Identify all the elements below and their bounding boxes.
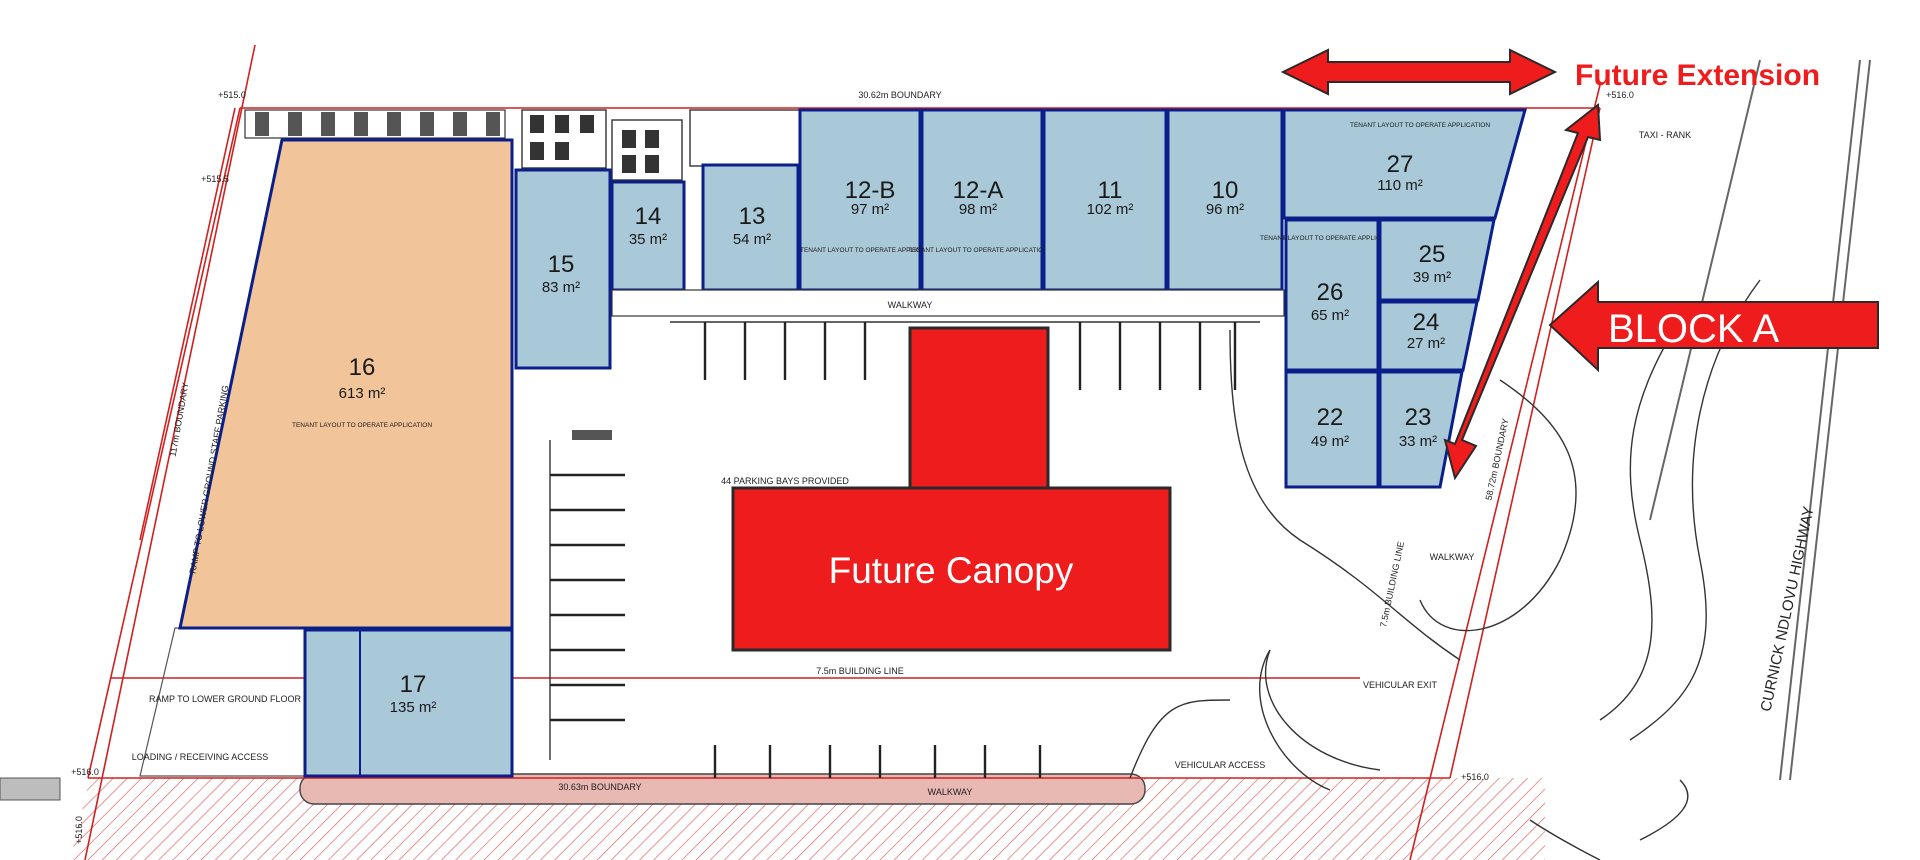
unit-16[interactable]: 16 613 m² TENANT LAYOUT TO OPERATE APPLI… [178, 138, 514, 630]
stair-strip [244, 109, 506, 139]
unit-13[interactable]: 13 54 m² [701, 163, 800, 292]
unit-22[interactable]: 22 49 m² [1284, 370, 1380, 489]
future-extension-label: Future Extension [1575, 59, 1820, 92]
unit-17[interactable]: 17 135 m² [303, 628, 514, 778]
vehicular-exit-label: VEHICULAR EXIT [1363, 680, 1438, 690]
unit-12-b-number: 12-B [845, 177, 896, 204]
walkway-top [611, 289, 1285, 317]
unit-26-number: 26 [1317, 279, 1344, 306]
unit-23[interactable]: 23 33 m² [1378, 370, 1464, 489]
parking-note: 44 PARKING BAYS PROVIDED [721, 476, 849, 486]
ablution-block [521, 109, 801, 181]
walkway-bottom-label: WALKWAY [928, 787, 973, 797]
future-extension-arrow [1280, 48, 1558, 96]
level-top-left: +515.0 [218, 90, 246, 100]
unit-14-number: 14 [635, 203, 662, 230]
unit-25[interactable]: 25 39 m² [1378, 218, 1496, 302]
unit-14[interactable]: 14 35 m² [610, 180, 686, 292]
right-boundary-label: 58.72m BOUNDARY [1484, 418, 1511, 502]
taxi-rank-label: TAXI - RANK [1639, 130, 1691, 140]
unit-11-number: 11 [1098, 177, 1123, 204]
future-canopy-label: Future Canopy [829, 550, 1074, 591]
unit-16-note: TENANT LAYOUT TO OPERATE APPLICATION [292, 422, 432, 429]
future-canopy[interactable]: Future Canopy [731, 326, 1172, 652]
unit-24-number: 24 [1413, 309, 1440, 336]
unit-26[interactable]: TENANT LAYOUT TO OPERATE APPLICATION 26 … [1260, 218, 1400, 372]
level-bottom-left: +516.0 [71, 767, 99, 777]
left-boundary-label: 117m BOUNDARY [168, 382, 191, 458]
level-left: +515.5 [201, 174, 229, 184]
unit-27-note: TENANT LAYOUT TO OPERATE APPLICATION [1350, 122, 1490, 129]
site-boundary [84, 44, 1601, 860]
ramp-label: RAMP TO LOWER GROUND FLOOR [149, 694, 302, 704]
unit-10-number: 10 [1212, 177, 1239, 204]
kerb-left [0, 777, 61, 801]
unit-24-area: 27 m² [1407, 335, 1445, 352]
unit-13-number: 13 [739, 203, 766, 230]
unit-12-b-note: TENANT LAYOUT TO OPERATE APPLICATION [800, 247, 940, 254]
walkway-top-label: WALKWAY [888, 300, 933, 310]
unit-23-number: 23 [1405, 404, 1432, 431]
unit-26-area: 65 m² [1311, 307, 1349, 324]
unit-10[interactable]: 10 96 m² [1166, 108, 1284, 292]
unit-12-a-area: 98 m² [959, 201, 997, 218]
block-a-callout: BLOCK A [1548, 279, 1879, 373]
unit-17-number: 17 [400, 671, 427, 698]
walkway-strip-bottom [299, 773, 1146, 805]
building-line-label: 7.5m BUILDING LINE [816, 666, 904, 676]
unit-22-area: 49 m² [1311, 433, 1349, 450]
unit-12-b[interactable]: 12-B 97 m² TENANT LAYOUT TO OPERATE APPL… [798, 108, 940, 292]
unit-12-a-note: TENANT LAYOUT TO OPERATE APPLICATION [908, 247, 1048, 254]
unit-16-area: 613 m² [339, 385, 386, 402]
unit-17-area: 135 m² [390, 699, 437, 716]
unit-15-number: 15 [548, 251, 575, 278]
unit-26-note: TENANT LAYOUT TO OPERATE APPLICATION [1260, 235, 1400, 242]
unit-24[interactable]: 24 27 m² [1378, 300, 1479, 372]
unit-27[interactable]: TENANT LAYOUT TO OPERATE APPLICATION 27 … [1282, 108, 1527, 220]
vehicular-access-label: VEHICULAR ACCESS [1175, 760, 1266, 770]
unit-27-area: 110 m² [1377, 177, 1423, 194]
unit-15[interactable]: 15 83 m² [514, 168, 612, 370]
top-boundary-label: 30.62m BOUNDARY [858, 90, 941, 100]
unit-13-area: 54 m² [733, 231, 771, 248]
unit-12-b-area: 97 m² [851, 201, 889, 218]
bottom-boundary-label: 30.63m BOUNDARY [558, 782, 641, 792]
unit-25-number: 25 [1419, 241, 1446, 268]
level-top-right: +516.0 [1606, 90, 1634, 100]
parking-bays [549, 321, 1260, 778]
unit-12-a-number: 12-A [953, 177, 1004, 204]
block-a-extent-arrow [1443, 103, 1602, 481]
unit-14-area: 35 m² [629, 231, 667, 248]
unit-23-area: 33 m² [1399, 433, 1437, 450]
unit-11[interactable]: 11 102 m² [1042, 108, 1168, 292]
unit-10-area: 96 m² [1206, 201, 1244, 218]
level-bottom-right: +516.0 [1461, 772, 1489, 782]
unit-11-area: 102 m² [1087, 201, 1134, 218]
unit-12-a[interactable]: 12-A 98 m² TENANT LAYOUT TO OPERATE APPL… [908, 108, 1048, 292]
unit-25-area: 39 m² [1413, 269, 1451, 286]
unit-22-number: 22 [1317, 404, 1344, 431]
unit-15-area: 83 m² [542, 279, 580, 296]
road-lines [1129, 59, 1871, 860]
unit-16-number: 16 [349, 354, 376, 381]
loading-label: LOADING / RECEIVING ACCESS [132, 752, 269, 762]
unit-27-number: 27 [1387, 151, 1414, 178]
block-a-label: BLOCK A [1608, 307, 1780, 351]
walkway-right-label: WALKWAY [1430, 552, 1475, 562]
level-bottom-left-2: +516.0 [74, 816, 84, 844]
